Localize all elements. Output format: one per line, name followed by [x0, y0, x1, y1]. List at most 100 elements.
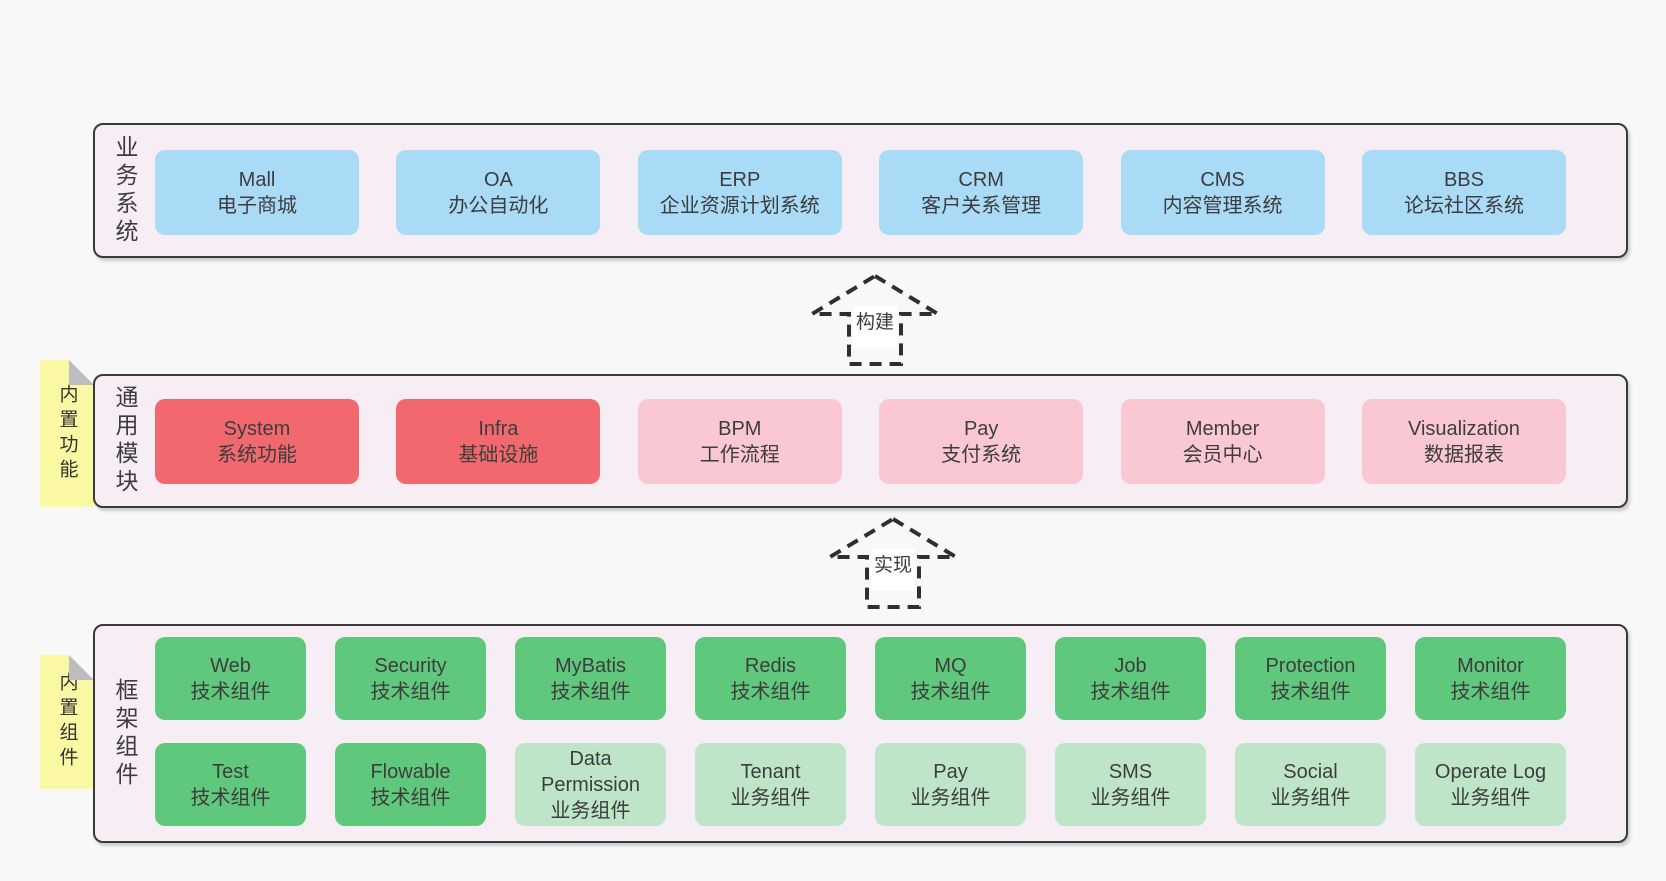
- modules-box-row: System 系统功能 Infra 基础设施 BPM 工作流程 Pay 支付系统…: [155, 399, 1566, 484]
- box-name-en: SMS: [1108, 760, 1153, 783]
- box-sms: SMS 业务组件: [1055, 743, 1206, 826]
- box-name-en: BPM: [718, 417, 762, 440]
- box-name-en: Data Permission: [541, 747, 640, 796]
- box-label-zh: 技术组件: [910, 680, 991, 703]
- box-name-en: System: [223, 417, 291, 440]
- box-label-zh: 技术组件: [550, 680, 631, 703]
- box-label-zh: 技术组件: [370, 680, 451, 703]
- box-name-en: MQ: [934, 654, 967, 677]
- section-title-modules: 通用模块: [112, 385, 138, 497]
- box-label-zh: 系统功能: [217, 443, 297, 466]
- business-box-row: Mall 电子商城 OA 办公自动化 ERP 企业资源计划系统 CRM 客户关系…: [155, 150, 1566, 235]
- box-label-zh: 办公自动化: [448, 194, 549, 217]
- box-security: Security 技术组件: [335, 637, 486, 720]
- box-label-zh: 技术组件: [730, 680, 811, 703]
- box-mq: MQ 技术组件: [875, 637, 1026, 720]
- box-operate-log: Operate Log 业务组件: [1415, 743, 1566, 826]
- box-name-en: Redis: [744, 654, 797, 677]
- box-tenant: Tenant 业务组件: [695, 743, 846, 826]
- box-label-zh: 企业资源计划系统: [659, 194, 820, 217]
- box-name-en: OA: [483, 168, 513, 191]
- implement-arrow-label: 实现: [870, 549, 916, 591]
- box-mybatis: MyBatis 技术组件: [515, 637, 666, 720]
- box-social: Social 业务组件: [1235, 743, 1386, 826]
- sticky-note-built-in-components: 内置组件: [40, 655, 94, 789]
- sticky-note-label: 内置组件: [56, 672, 78, 772]
- box-erp: ERP 企业资源计划系统: [637, 150, 842, 235]
- box-crm: CRM 客户关系管理: [879, 150, 1084, 235]
- box-label-zh: 技术组件: [1270, 680, 1351, 703]
- box-label-zh: 论坛社区系统: [1403, 194, 1524, 217]
- box-flowable: Flowable 技术组件: [335, 743, 486, 826]
- box-name-en: Pay: [933, 760, 968, 783]
- box-oa: OA 办公自动化: [396, 150, 601, 235]
- build-arrow-label: 构建: [852, 306, 898, 348]
- box-name-en: Monitor: [1457, 654, 1524, 677]
- box-cms: CMS 内容管理系统: [1120, 150, 1325, 235]
- box-label-zh: 技术组件: [190, 786, 271, 809]
- box-label-zh: 工作流程: [699, 443, 780, 466]
- section-title-framework: 框架组件: [112, 677, 138, 790]
- box-label-zh: 技术组件: [190, 680, 271, 703]
- box-label-zh: 技术组件: [370, 786, 451, 809]
- box-name-en: Visualization: [1407, 417, 1520, 440]
- section-common-modules: 通用模块 System 系统功能 Infra 基础设施 BPM 工作流程 Pay…: [93, 374, 1628, 508]
- box-name-en: Security: [374, 654, 447, 677]
- box-label-zh: 业务组件: [550, 799, 631, 822]
- box-web: Web 技术组件: [155, 637, 306, 720]
- box-infra: Infra 基础设施: [396, 399, 601, 484]
- box-name-en: Job: [1114, 654, 1147, 677]
- box-name-en: Test: [212, 760, 249, 783]
- section-title-business: 业务系统: [112, 134, 138, 247]
- box-visualization: Visualization 数据报表: [1361, 399, 1566, 484]
- box-label-zh: 业务组件: [910, 786, 991, 809]
- box-name-en: Operate Log: [1434, 760, 1547, 783]
- box-name-en: Flowable: [370, 760, 451, 783]
- box-name-en: Tenant: [740, 760, 801, 783]
- box-system: System 系统功能: [155, 399, 359, 484]
- box-pay-business: Pay 业务组件: [875, 743, 1026, 826]
- box-name-en: MyBatis: [554, 654, 627, 677]
- box-label-zh: 客户关系管理: [921, 194, 1042, 217]
- box-label-zh: 支付系统: [941, 443, 1022, 466]
- sticky-note-label: 内置功能: [56, 383, 78, 484]
- box-name-en: Pay: [963, 417, 999, 440]
- framework-box-row-1: Web 技术组件 Security 技术组件 MyBatis 技术组件 Redi…: [155, 637, 1566, 720]
- box-label-zh: 业务组件: [1450, 786, 1531, 809]
- box-name-en: BBS: [1443, 168, 1484, 191]
- box-name-en: Infra: [478, 417, 519, 440]
- box-label-zh: 业务组件: [1090, 786, 1171, 809]
- build-arrow: 构建: [805, 270, 945, 370]
- box-name-en: Social: [1283, 760, 1338, 783]
- box-label-zh: 会员中心: [1182, 443, 1263, 466]
- box-label-zh: 基础设施: [458, 443, 539, 466]
- box-mall: Mall 电子商城: [155, 150, 359, 235]
- box-job: Job 技术组件: [1055, 637, 1206, 720]
- box-bpm: BPM 工作流程: [637, 399, 842, 484]
- box-label-zh: 业务组件: [730, 786, 811, 809]
- implement-arrow: 实现: [823, 513, 963, 613]
- up-arrow-icon: [823, 516, 963, 609]
- box-name-en: Web: [210, 654, 251, 677]
- box-name-en: CMS: [1200, 168, 1245, 191]
- box-name-en: ERP: [719, 168, 761, 191]
- box-label-zh: 电子商城: [217, 194, 297, 217]
- box-label-zh: 技术组件: [1090, 680, 1171, 703]
- box-data-permission: Data Permission 业务组件: [515, 743, 666, 826]
- box-protection: Protection 技术组件: [1235, 637, 1386, 720]
- box-name-en: Member: [1185, 417, 1260, 440]
- section-framework-components: 框架组件 Web 技术组件 Security 技术组件 MyBatis 技术组件…: [93, 624, 1628, 843]
- box-name-en: Mall: [238, 168, 276, 191]
- box-label-zh: 数据报表: [1423, 443, 1504, 466]
- box-redis: Redis 技术组件: [695, 637, 846, 720]
- box-member: Member 会员中心: [1120, 399, 1325, 484]
- box-name-en: Protection: [1265, 654, 1356, 677]
- box-name-en: CRM: [958, 168, 1004, 191]
- up-arrow-icon: [805, 273, 945, 366]
- box-label-zh: 内容管理系统: [1162, 194, 1283, 217]
- box-test: Test 技术组件: [155, 743, 306, 826]
- box-label-zh: 技术组件: [1450, 680, 1531, 703]
- sticky-note-built-in-features: 内置功能: [40, 360, 94, 507]
- box-bbs: BBS 论坛社区系统: [1361, 150, 1566, 235]
